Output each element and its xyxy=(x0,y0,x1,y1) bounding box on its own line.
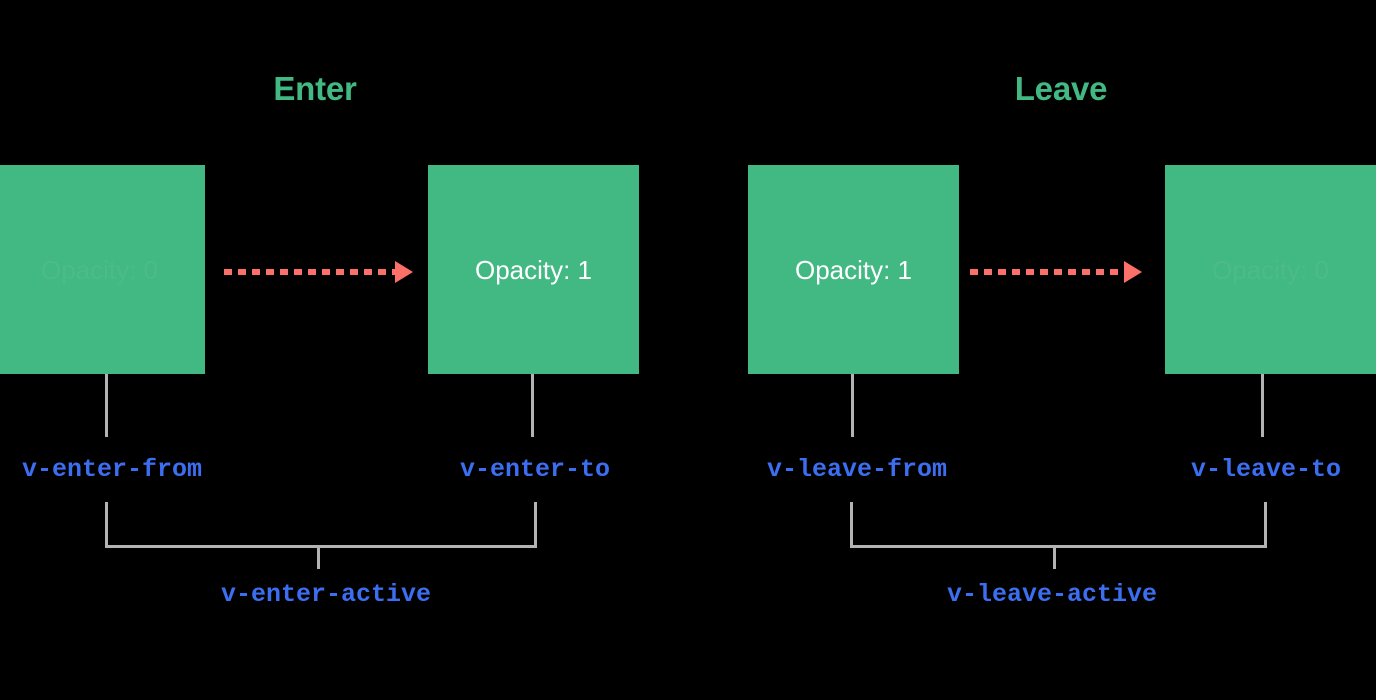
leave-from-class-label: v-leave-from xyxy=(766,455,948,484)
leave-from-opacity-label: Opacity: 1 xyxy=(794,254,913,285)
enter-active-bracket xyxy=(105,502,537,548)
leave-section-title: Leave xyxy=(1014,70,1108,107)
leave-to-opacity-label: Opacity: 0 xyxy=(1211,254,1330,285)
enter-to-connector-stem xyxy=(531,374,534,437)
leave-active-bracket-stem xyxy=(1053,545,1056,569)
leave-active-class-label: v-leave-active xyxy=(946,580,1158,609)
enter-from-connector-stem xyxy=(105,374,108,437)
enter-section-title: Enter xyxy=(273,70,357,107)
enter-from-opacity-label: Opacity: 0 xyxy=(40,254,159,285)
enter-arrow-dashed-line xyxy=(224,269,396,275)
leave-to-class-label: v-leave-to xyxy=(1190,455,1342,484)
enter-arrow-head-icon xyxy=(395,261,413,283)
enter-active-class-label: v-enter-active xyxy=(220,580,432,609)
leave-from-connector-stem xyxy=(851,374,854,437)
leave-active-bracket xyxy=(850,502,1267,548)
enter-to-class-label: v-enter-to xyxy=(459,455,611,484)
enter-to-state-box: Opacity: 1 xyxy=(428,165,639,374)
leave-transition-arrow xyxy=(970,261,1142,283)
leave-to-connector-stem xyxy=(1261,374,1264,437)
enter-transition-arrow xyxy=(224,261,413,283)
enter-to-opacity-label: Opacity: 1 xyxy=(474,254,593,285)
enter-active-bracket-stem xyxy=(317,545,320,569)
leave-from-state-box: Opacity: 1 xyxy=(748,165,959,374)
leave-arrow-head-icon xyxy=(1124,261,1142,283)
leave-arrow-dashed-line xyxy=(970,269,1125,275)
enter-from-class-label: v-enter-from xyxy=(21,455,203,484)
leave-to-state-box: Opacity: 0 xyxy=(1165,165,1376,374)
enter-from-state-box: Opacity: 0 xyxy=(0,165,205,374)
